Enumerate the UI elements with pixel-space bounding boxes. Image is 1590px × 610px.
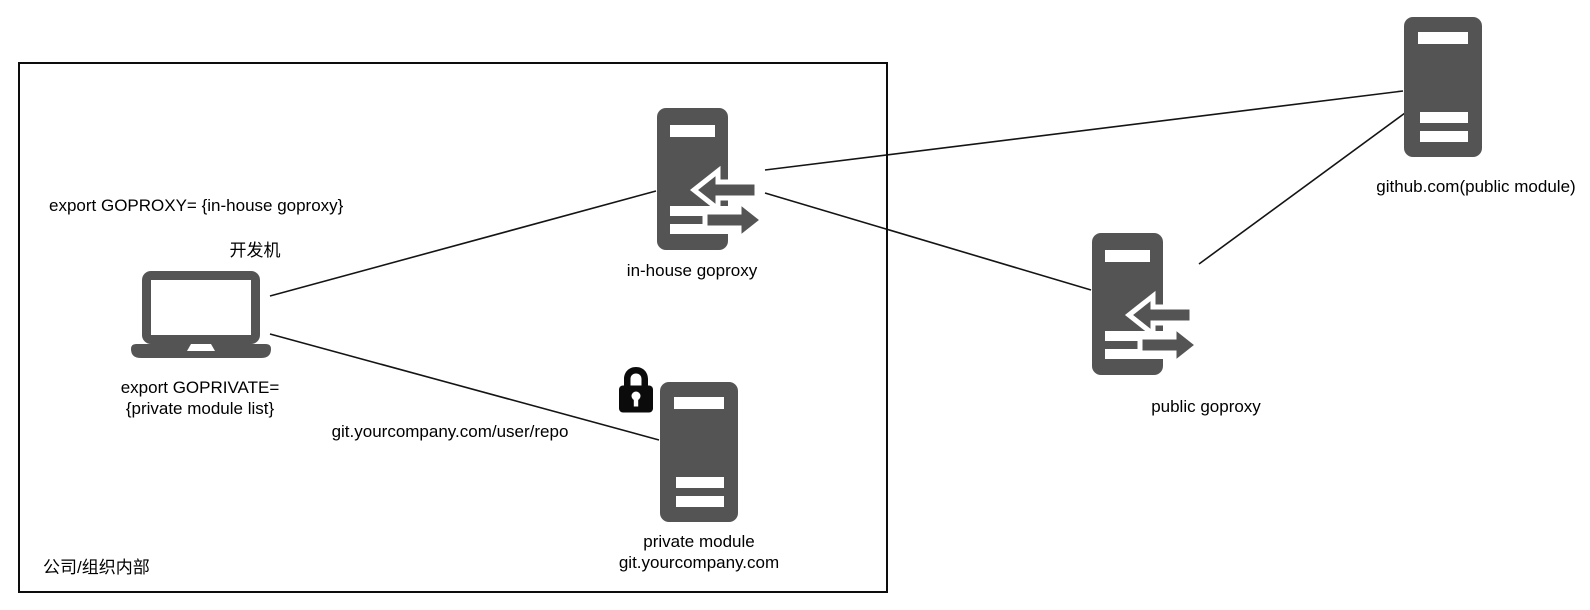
server-icon-github	[1404, 17, 1482, 157]
proxy-server-icon-public	[1092, 233, 1203, 375]
connector-public-goproxy-to-github	[1198, 112, 1406, 265]
goprivate-env-line2: {private module list}	[125, 399, 275, 418]
edge-label-private-repo: git.yourcompany.com/user/repo	[331, 422, 569, 441]
goproxy-env-text: export GOPROXY= {in-house goproxy}	[49, 196, 344, 215]
lock-icon	[619, 367, 653, 413]
github-label: github.com(public module)	[1376, 177, 1576, 196]
goprivate-env-line1: export GOPRIVATE=	[120, 378, 280, 397]
connector-devmachine-to-private-module	[269, 333, 660, 441]
goprivate-env-text: export GOPRIVATE= {private module list}	[121, 377, 280, 419]
private-module-host: git.yourcompany.com	[618, 553, 780, 572]
connector-inhouse-goproxy-to-github	[764, 90, 1404, 171]
proxy-server-icon-inhouse	[657, 108, 768, 250]
private-module-label: private module git.yourcompany.com	[619, 531, 779, 573]
boundary-label: 公司/组织内部	[43, 558, 150, 577]
connector-inhouse-goproxy-to-public-goproxy	[764, 192, 1092, 291]
company-boundary-box	[18, 62, 888, 593]
inhouse-goproxy-label: in-house goproxy	[626, 261, 758, 280]
server-icon-private-module	[660, 382, 738, 522]
public-goproxy-label: public goproxy	[1151, 397, 1261, 416]
dev-machine-title: 开发机	[229, 241, 281, 260]
laptop-icon	[131, 271, 271, 358]
private-module-name: private module	[643, 532, 755, 551]
connector-devmachine-to-inhouse-goproxy	[269, 190, 657, 297]
